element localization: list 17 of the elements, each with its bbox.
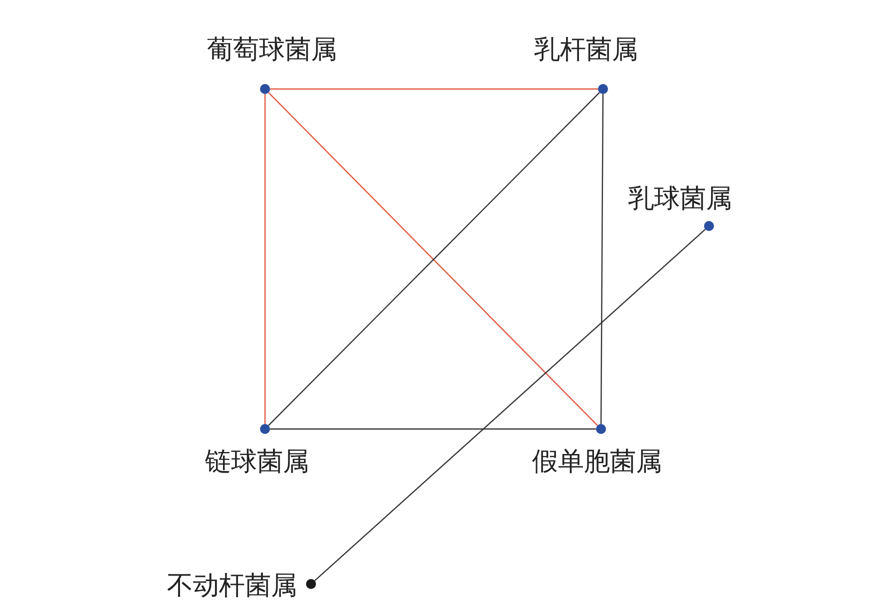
node-dot [598, 84, 608, 94]
connecting-line [600, 94, 604, 424]
node-dot [260, 424, 270, 434]
genus-label: 乳杆菌属 [534, 35, 638, 65]
connecting-line [264, 94, 266, 424]
node-dot [306, 579, 316, 589]
node-dot [260, 84, 270, 94]
node-dot [704, 221, 714, 231]
genus-label: 假单胞菌属 [532, 447, 662, 477]
node-dot [596, 424, 606, 434]
genus-label: 葡萄球菌属 [207, 35, 337, 65]
genus-label: 链球菌属 [205, 447, 309, 477]
connecting-line [270, 428, 596, 430]
connecting-line [314, 228, 706, 582]
genus-label: 乳球菌属 [628, 184, 732, 214]
connecting-line [270, 88, 598, 90]
genus-label: 不动杆菌属 [167, 571, 297, 601]
